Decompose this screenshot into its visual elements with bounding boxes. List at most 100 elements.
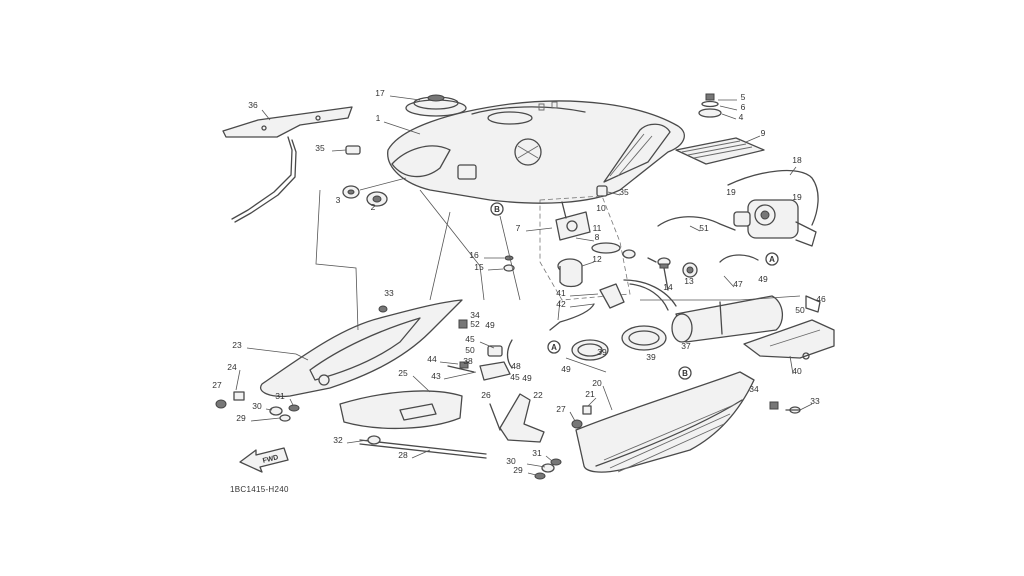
- callout-17: 17: [375, 88, 385, 98]
- part-bracket-36: [222, 106, 353, 223]
- part-screw-16-15: [503, 255, 515, 272]
- callout-20: 20: [592, 378, 602, 388]
- callout-34: 34: [470, 310, 480, 320]
- callout-45: 45: [510, 372, 520, 382]
- part-side-cover-20: [575, 371, 755, 473]
- ref-label-b-2: B: [682, 369, 688, 378]
- callout-30: 30: [252, 401, 262, 411]
- callout-39: 39: [597, 347, 607, 357]
- callout-18: 18: [792, 155, 802, 165]
- callout-21: 21: [585, 389, 595, 399]
- callout-40: 40: [792, 366, 802, 376]
- callout-51: 51: [699, 223, 709, 233]
- callout-46: 46: [816, 294, 826, 304]
- ref-circle-a-1: [765, 252, 779, 266]
- part-grommet-2: [366, 191, 388, 207]
- part-bolt-33a: [378, 305, 388, 313]
- callout-19: 19: [792, 192, 802, 202]
- callout-49: 49: [485, 320, 495, 330]
- callout-22: 22: [533, 390, 543, 400]
- callout-26: 26: [481, 390, 491, 400]
- callout-38: 38: [463, 356, 473, 366]
- callout-48: 48: [511, 361, 521, 371]
- callout-10: 10: [596, 203, 606, 213]
- part-pin-14: [659, 263, 669, 291]
- callout-3: 3: [336, 195, 341, 205]
- part-clip-35a: [345, 145, 361, 155]
- callout-2: 2: [371, 202, 376, 212]
- callout-44: 44: [427, 354, 437, 364]
- callout-8: 8: [595, 232, 600, 242]
- callout-12: 12: [592, 254, 602, 264]
- callout-15: 15: [474, 262, 484, 272]
- part-filter-9: [675, 137, 765, 165]
- callout-16: 16: [469, 250, 479, 260]
- callout-52: 52: [470, 319, 480, 329]
- callout-28: 28: [398, 450, 408, 460]
- ref-circle-b-2: [678, 366, 692, 380]
- part-tray-25: [339, 390, 463, 430]
- callout-42: 42: [556, 299, 566, 309]
- part-clip-52: [458, 319, 468, 329]
- callout-32: 32: [333, 435, 343, 445]
- part-rod-28: [359, 435, 487, 459]
- part-fasteners-left: [215, 391, 300, 422]
- callout-27: 27: [556, 404, 566, 414]
- ref-markers: B A A B: [490, 202, 779, 380]
- ref-label-b-1: B: [494, 205, 500, 214]
- callout-35: 35: [619, 187, 629, 197]
- callout-1: 1: [376, 113, 381, 123]
- ref-circle-b-1: [490, 202, 504, 216]
- diagram-code: 1BC1415-H240: [230, 485, 289, 494]
- callout-43: 43: [431, 371, 441, 381]
- part-bracket-38: [447, 361, 511, 381]
- ref-label-a-1: A: [769, 255, 775, 264]
- callout-49: 49: [561, 364, 571, 374]
- part-bracket-22: [489, 393, 545, 443]
- part-clamp-41-42: [549, 279, 677, 331]
- callout-29: 29: [236, 413, 246, 423]
- callout-41: 41: [556, 288, 566, 298]
- callout-36: 36: [248, 100, 258, 110]
- leader-lines: [235, 95, 813, 476]
- callout-39: 39: [646, 352, 656, 362]
- part-fasteners-right: [571, 401, 801, 429]
- callout-34: 34: [749, 384, 759, 394]
- ref-label-a-2: A: [551, 343, 557, 352]
- callout-35: 35: [315, 143, 325, 153]
- callout-19: 19: [726, 187, 736, 197]
- ref-circle-a-2: [547, 340, 561, 354]
- part-fuel-cap-17: [405, 94, 467, 117]
- callout-5: 5: [741, 92, 746, 102]
- callout-31: 31: [532, 448, 542, 458]
- callout-23: 23: [232, 340, 242, 350]
- part-bolt-stack-4-6: [698, 93, 722, 118]
- callout-50: 50: [465, 345, 475, 355]
- callout-31: 31: [275, 391, 285, 401]
- part-clip-35b: [596, 185, 608, 197]
- callout-4: 4: [739, 112, 744, 122]
- fwd-arrow-icon: FWD: [239, 447, 289, 473]
- part-side-cover-23: [260, 299, 463, 398]
- callout-33: 33: [384, 288, 394, 298]
- callout-45: 45: [465, 334, 475, 344]
- callout-47: 47: [733, 279, 743, 289]
- callout-49: 49: [522, 373, 532, 383]
- part-heat-shield-40: [743, 319, 835, 360]
- callout-24: 24: [227, 362, 237, 372]
- part-band-39a: [571, 339, 609, 361]
- callout-37: 37: [681, 341, 691, 351]
- part-pump-18: [657, 169, 819, 263]
- callout-50: 50: [795, 305, 805, 315]
- callout-29: 29: [513, 465, 523, 475]
- assembly-lines: [315, 177, 801, 373]
- callout-6: 6: [741, 102, 746, 112]
- callout-33: 33: [810, 396, 820, 406]
- callout-9: 9: [761, 128, 766, 138]
- fwd-label: FWD: [262, 454, 279, 465]
- callout-7: 7: [516, 223, 521, 233]
- part-hose-45: [487, 339, 513, 369]
- part-band-39b: [621, 325, 667, 351]
